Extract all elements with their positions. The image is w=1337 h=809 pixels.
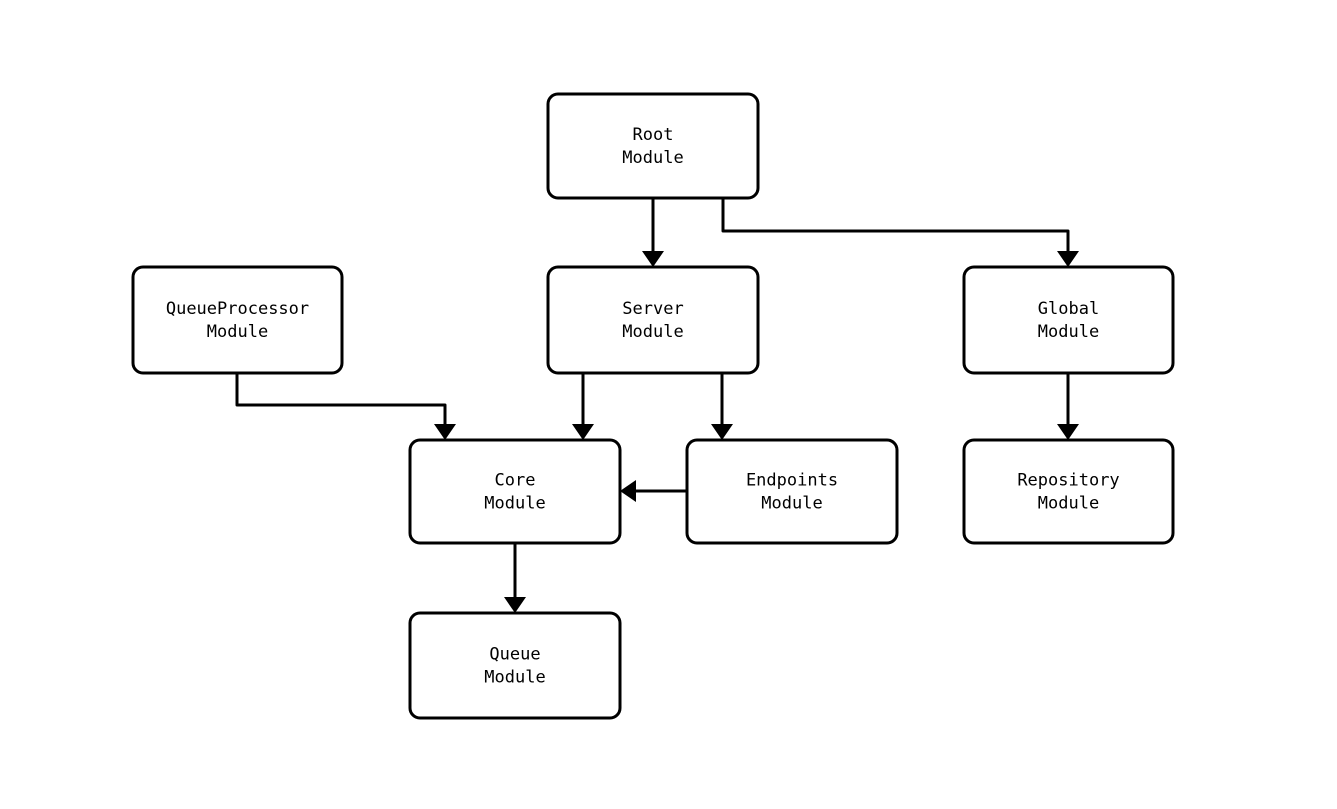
arrowhead-icon (1057, 424, 1079, 440)
arrowhead-icon (572, 424, 594, 440)
node-box[interactable] (546, 265, 760, 375)
node-label-line2: Module (761, 494, 822, 514)
node-label-line1: QueueProcessor (166, 299, 309, 319)
node-label-line1: Global (1038, 299, 1099, 319)
node-box[interactable] (962, 438, 1175, 545)
node-box[interactable] (685, 438, 899, 545)
edge-root-server (642, 198, 664, 267)
edge-line (235, 373, 447, 426)
edge-core-queue (504, 543, 526, 613)
nodes-layer: RootModuleQueueProcessorModuleServerModu… (131, 92, 1175, 720)
edge-global-repository (1057, 373, 1079, 440)
arrowhead-icon (711, 424, 733, 440)
arrowhead-icon (504, 597, 526, 613)
edges-layer (235, 198, 1079, 613)
node-label-line2: Module (484, 494, 545, 514)
node-label-line1: Endpoints (746, 471, 838, 491)
node-box[interactable] (408, 611, 622, 720)
node-label-line2: Module (622, 148, 683, 168)
node-label-line2: Module (622, 322, 683, 342)
node-label-line1: Queue (489, 645, 540, 665)
edge-server-endpoints (711, 373, 733, 440)
node-label-line1: Repository (1017, 471, 1119, 491)
node-label-line1: Core (495, 471, 536, 491)
node-box[interactable] (131, 265, 344, 375)
arrowhead-icon (434, 424, 456, 440)
node-box[interactable] (408, 438, 622, 545)
edge-root-global (721, 198, 1079, 267)
edge-server-core (572, 373, 594, 440)
node-label-line2: Module (1038, 322, 1099, 342)
arrowhead-icon (1057, 251, 1079, 267)
node-label-line2: Module (1038, 494, 1099, 514)
edge-endpoints-core (620, 480, 687, 502)
node-label-line2: Module (207, 322, 268, 342)
node-label-line1: Root (633, 125, 674, 145)
arrowhead-icon (642, 251, 664, 267)
edge-line (721, 198, 1070, 253)
node-box[interactable] (962, 265, 1175, 375)
node-label-line2: Module (484, 668, 545, 688)
edge-queueprocessor-core (235, 373, 456, 440)
arrowhead-icon (620, 480, 636, 502)
node-box[interactable] (546, 92, 760, 200)
node-label-line1: Server (622, 299, 683, 319)
